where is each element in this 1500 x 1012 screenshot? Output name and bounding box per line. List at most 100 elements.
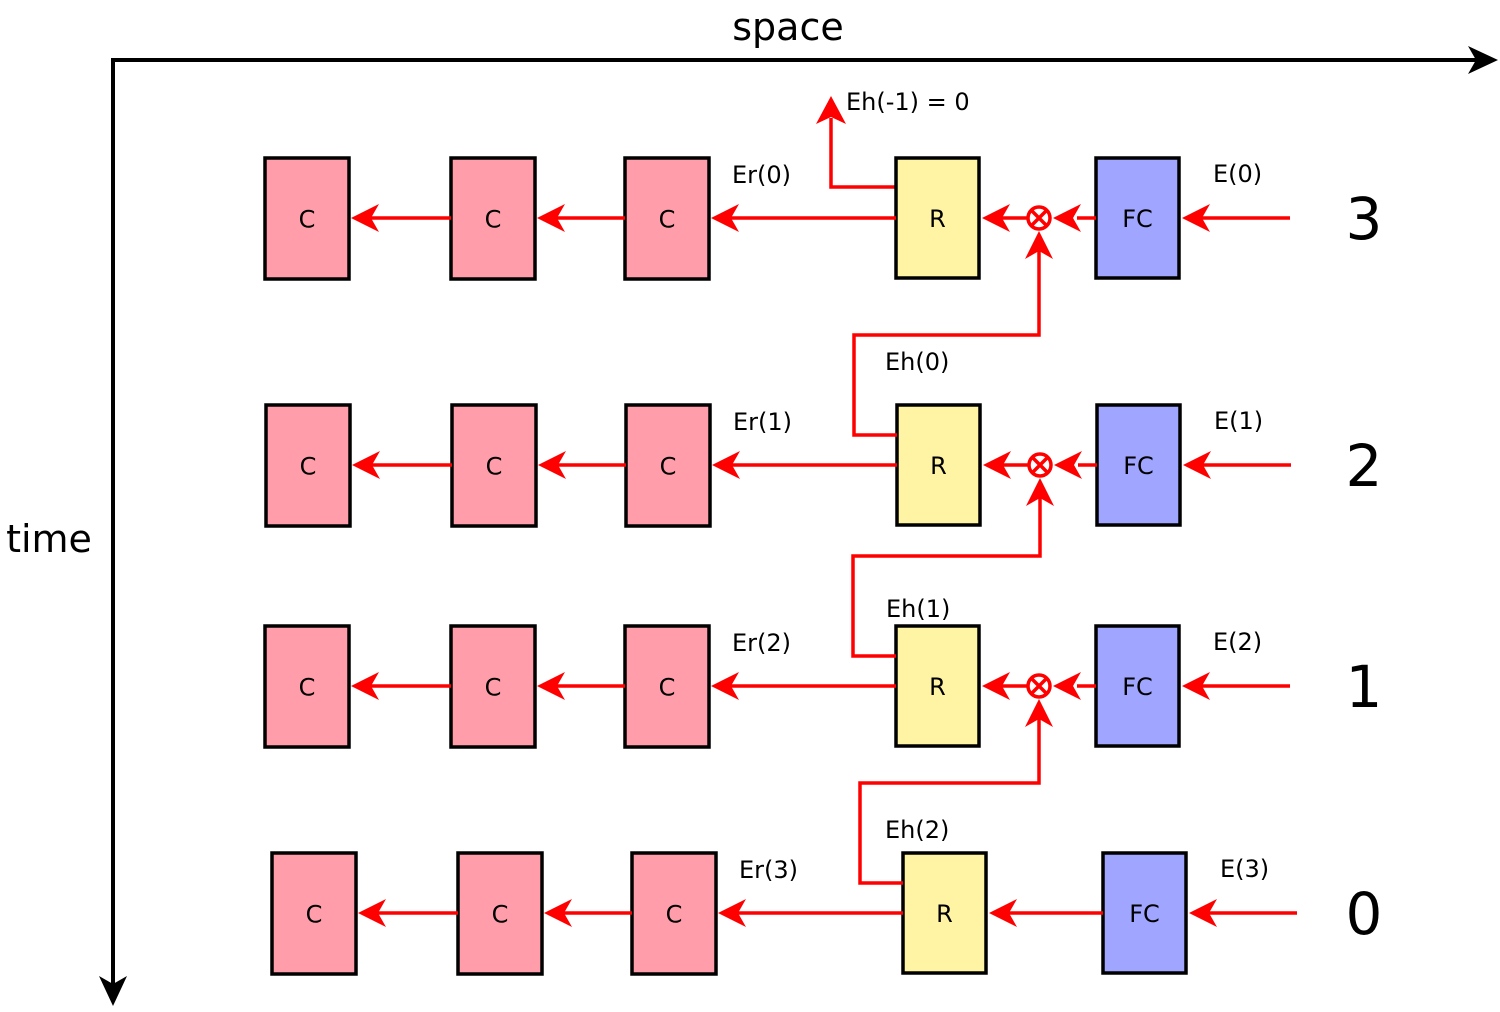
c-block-1-label: C [299, 674, 316, 702]
multiplier-cross-b [1031, 456, 1049, 474]
c-block-2-label: C [485, 674, 502, 702]
arrowhead-icon [1053, 672, 1081, 700]
top-output-wire [829, 118, 896, 189]
c-block-2-rect [456, 851, 544, 976]
er-label: Er(2) [732, 629, 791, 657]
c-block-1-label: C [306, 901, 323, 929]
c-block-2: C [449, 156, 537, 281]
multiplier-cross-b [1030, 209, 1048, 227]
wire-eh-feedback [852, 251, 1041, 437]
c-block-3-label: C [659, 206, 676, 234]
fc-block-label: FC [1122, 673, 1153, 701]
fc-block: FC [1094, 624, 1181, 748]
arrowhead-icon [712, 451, 740, 479]
arrowhead-icon [537, 672, 565, 700]
c-block-1-label: C [300, 453, 317, 481]
r-block-label: R [929, 205, 946, 233]
time-step-number: 3 [1346, 185, 1383, 253]
arrowhead-icon [982, 672, 1010, 700]
arrowhead-icon [358, 899, 386, 927]
c-block-1: C [264, 403, 352, 528]
fc-block-label: FC [1123, 452, 1154, 480]
eh-label: Eh(2) [885, 816, 949, 844]
arrowhead-icon [544, 899, 572, 927]
space-axis-arrowhead-icon [1468, 46, 1498, 74]
top-output-arrowhead-icon [816, 96, 846, 124]
c-block-1: C [263, 156, 351, 281]
fc-block-rect [1095, 403, 1182, 527]
arrowhead-icon [1026, 478, 1054, 506]
fc-block-rect [1094, 156, 1181, 280]
fc-block: FC [1094, 156, 1181, 280]
c-block-1-rect [270, 851, 358, 976]
c-block-3: C [623, 624, 711, 749]
arrowhead-icon [983, 451, 1011, 479]
c-block-2-label: C [492, 901, 509, 929]
top-output: Eh(-1) = 0 [816, 88, 970, 189]
input-label: E(2) [1213, 628, 1262, 656]
arrowhead-icon [1054, 451, 1082, 479]
arrowhead-icon [718, 899, 746, 927]
arrowhead-icon [989, 899, 1017, 927]
c-block-2-label: C [486, 453, 503, 481]
eh-label: Eh(0) [885, 348, 949, 376]
c-block-1-rect [264, 403, 352, 528]
er-label: Er(0) [732, 161, 791, 189]
arrowhead-icon [711, 672, 739, 700]
arrowhead-icon [1025, 231, 1053, 259]
c-block-3-rect [623, 156, 711, 281]
arrowhead-icon [1183, 451, 1211, 479]
row-step-3: C C C R FC Er(0) E(0) Eh(0) 3 [263, 156, 1383, 376]
input-label: E(3) [1220, 855, 1269, 883]
fc-block: FC [1095, 403, 1182, 527]
r-block-rect [894, 156, 981, 280]
arrowhead-icon [1189, 899, 1217, 927]
arrowhead-icon [1053, 204, 1081, 232]
r-block: R [894, 624, 981, 748]
c-block-2: C [456, 851, 544, 976]
arrowhead-icon [1025, 699, 1053, 727]
space-axis-label: space [732, 5, 843, 49]
multiplier-cross-b [1030, 677, 1048, 695]
r-block-label: R [936, 900, 953, 928]
arrowhead-icon [982, 204, 1010, 232]
r-block-rect [894, 624, 981, 748]
time-axis-arrowhead-icon [99, 976, 127, 1006]
arrowhead-icon [1182, 204, 1210, 232]
arrowhead-icon [1182, 672, 1210, 700]
r-block: R [895, 403, 982, 527]
c-block-2: C [449, 624, 537, 749]
c-block-2-rect [449, 624, 537, 749]
er-label: Er(1) [733, 408, 792, 436]
c-block-2: C [450, 403, 538, 528]
c-block-3: C [623, 156, 711, 281]
c-block-1-label: C [299, 206, 316, 234]
arrowhead-icon [352, 451, 380, 479]
wire-eh-feedback [858, 719, 1041, 885]
r-block: R [894, 156, 981, 280]
c-block-3-label: C [666, 901, 683, 929]
c-block-2-rect [449, 156, 537, 281]
c-block-3-rect [624, 403, 712, 528]
fc-block-label: FC [1122, 205, 1153, 233]
arrowhead-icon [537, 204, 565, 232]
input-label: E(0) [1213, 160, 1262, 188]
r-block-rect [901, 851, 988, 975]
c-block-3-label: C [660, 453, 677, 481]
r-block: R [901, 851, 988, 975]
time-step-number: 0 [1346, 880, 1383, 948]
eh-label: Eh(1) [886, 595, 950, 623]
arrowhead-icon [351, 204, 379, 232]
time-axis-label: time [6, 517, 92, 561]
arrowhead-icon [538, 451, 566, 479]
r-block-label: R [930, 452, 947, 480]
c-block-3-rect [623, 624, 711, 749]
wire-eh-feedback [851, 498, 1042, 658]
fc-block: FC [1101, 851, 1188, 975]
er-label: Er(3) [739, 856, 798, 884]
c-block-1-rect [263, 624, 351, 749]
